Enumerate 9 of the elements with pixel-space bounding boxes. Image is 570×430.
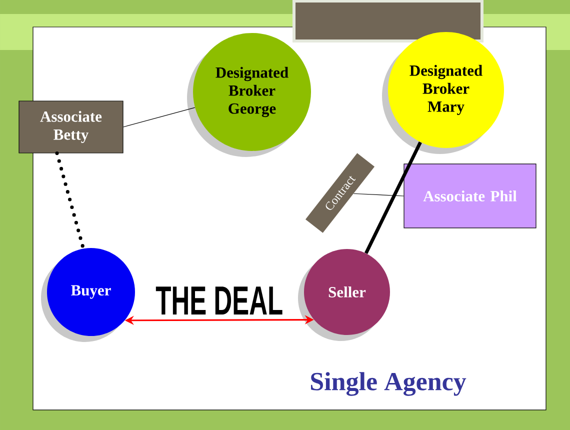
associate-box: Associate Betty bbox=[18, 100, 124, 154]
empty-box bbox=[292, 0, 484, 42]
title: Single Agency bbox=[311, 372, 466, 396]
connector-line bbox=[123, 107, 196, 128]
edge-label: THE DEAL bbox=[156, 286, 282, 314]
connector-line bbox=[364, 142, 422, 254]
dotted-line bbox=[55, 151, 86, 250]
connector-line bbox=[353, 193, 404, 196]
associate-box: Associate Phil bbox=[404, 164, 536, 228]
